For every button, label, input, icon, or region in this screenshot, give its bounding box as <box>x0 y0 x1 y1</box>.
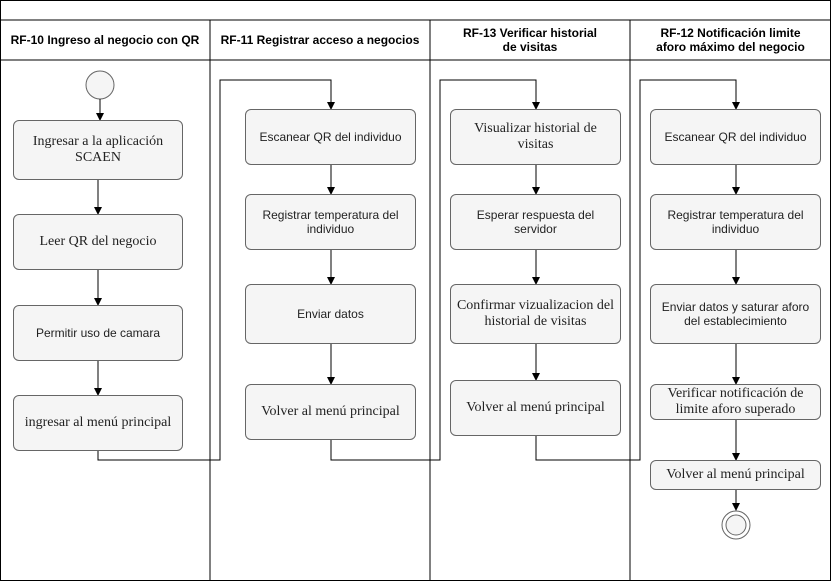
activity-verificar-notificacion: Verificar notificación de limite aforo s… <box>650 384 821 420</box>
lane-title-rf11: RF-11 Registrar acceso a negocios <box>220 33 420 47</box>
activity-permitir-camara: Permitir uso de camara <box>13 305 183 361</box>
activity-enviar-datos-saturar-aforo: Enviar datos y saturar aforo del estable… <box>650 284 821 344</box>
activity-volver-menu: Volver al menú principal <box>450 380 621 436</box>
lane-title-rf12: RF-12 Notificación limite aforo máximo d… <box>656 26 805 54</box>
activity-registrar-temperatura: Registrar temperatura del individuo <box>650 194 821 250</box>
activity-enviar-datos: Enviar datos <box>245 284 416 344</box>
start-node <box>85 70 115 100</box>
lane-title-rf13: RF-13 Verificar historial de visitas <box>462 26 598 54</box>
lane-title-rf10: RF-10 Ingreso al negocio con QR <box>10 33 200 47</box>
activity-ingresar-aplicacion: Ingresar a la aplicación SCAEN <box>13 120 183 180</box>
activity-escanear-qr-individuo: Escanear QR del individuo <box>245 109 416 165</box>
activity-leer-qr-negocio: Leer QR del negocio <box>13 214 183 270</box>
activity-volver-menu: Volver al menú principal <box>245 384 416 440</box>
edge-l2-to-l3 <box>330 79 540 461</box>
activity-esperar-respuesta: Esperar respuesta del servidor <box>450 194 621 250</box>
end-node-inner <box>725 514 747 536</box>
activity-volver-menu: Volver al menú principal <box>650 460 821 490</box>
activity-registrar-temperatura: Registrar temperatura del individuo <box>245 194 416 250</box>
activity-visualizar-historial: Visualizar historial de visitas <box>450 109 621 165</box>
edge-l1-to-l2 <box>97 79 335 461</box>
activity-ingresar-menu: ingresar al menú principal <box>13 395 183 451</box>
activity-confirmar-visualizacion: Confirmar vizualizacion del historial de… <box>450 284 621 344</box>
activity-escanear-qr-individuo: Escanear QR del individuo <box>650 109 821 165</box>
edge-l3-to-l4 <box>535 79 740 461</box>
